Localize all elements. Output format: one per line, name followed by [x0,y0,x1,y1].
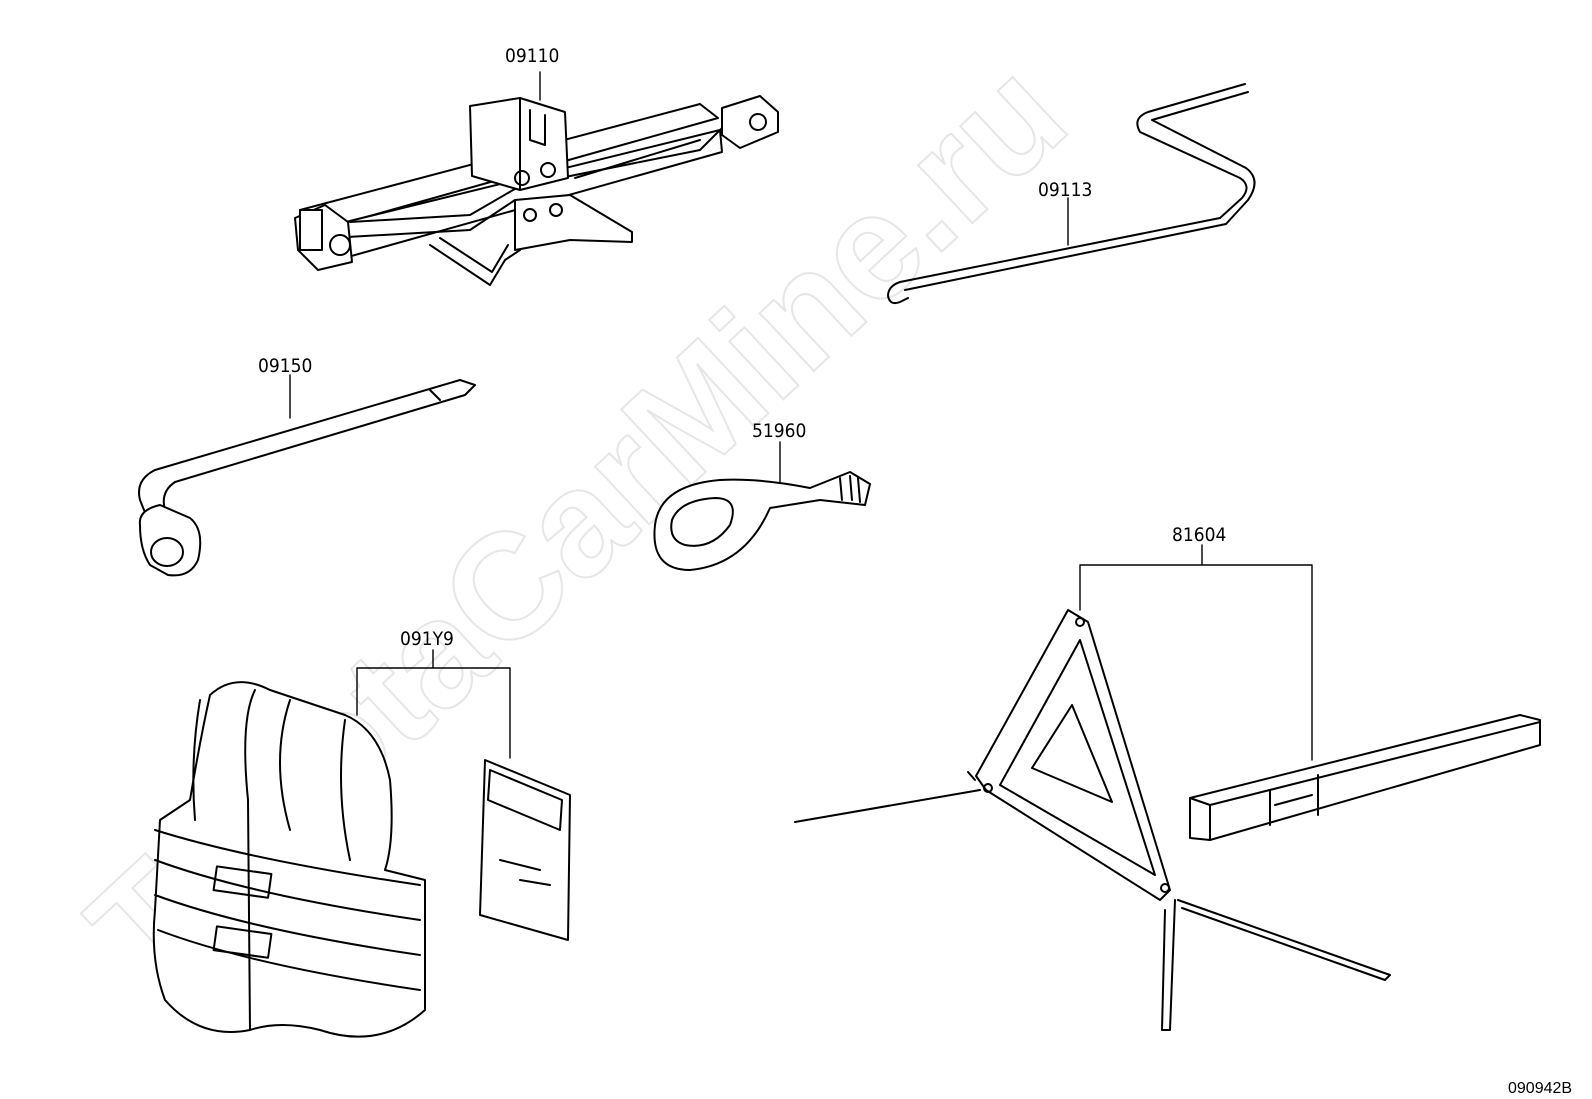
part-number-091Y9: 091Y9 [400,628,454,650]
part-number-51960: 51960 [752,420,806,442]
part-number-09113: 09113 [1038,179,1092,201]
wheel-nut-wrench-drawing[interactable] [138,374,476,577]
part-number-09150: 09150 [258,355,312,377]
part-number-81604: 81604 [1172,524,1226,546]
safety-vest-drawing[interactable] [152,649,571,1038]
drawing-reference-code: 090942B [1508,1080,1572,1097]
towing-eye-drawing[interactable] [653,441,871,571]
part-number-09110: 09110 [505,45,559,67]
warning-triangle-drawing[interactable] [794,544,1541,1031]
jack-handle-drawing[interactable] [887,83,1256,305]
scissor-jack-drawing[interactable] [294,71,779,286]
